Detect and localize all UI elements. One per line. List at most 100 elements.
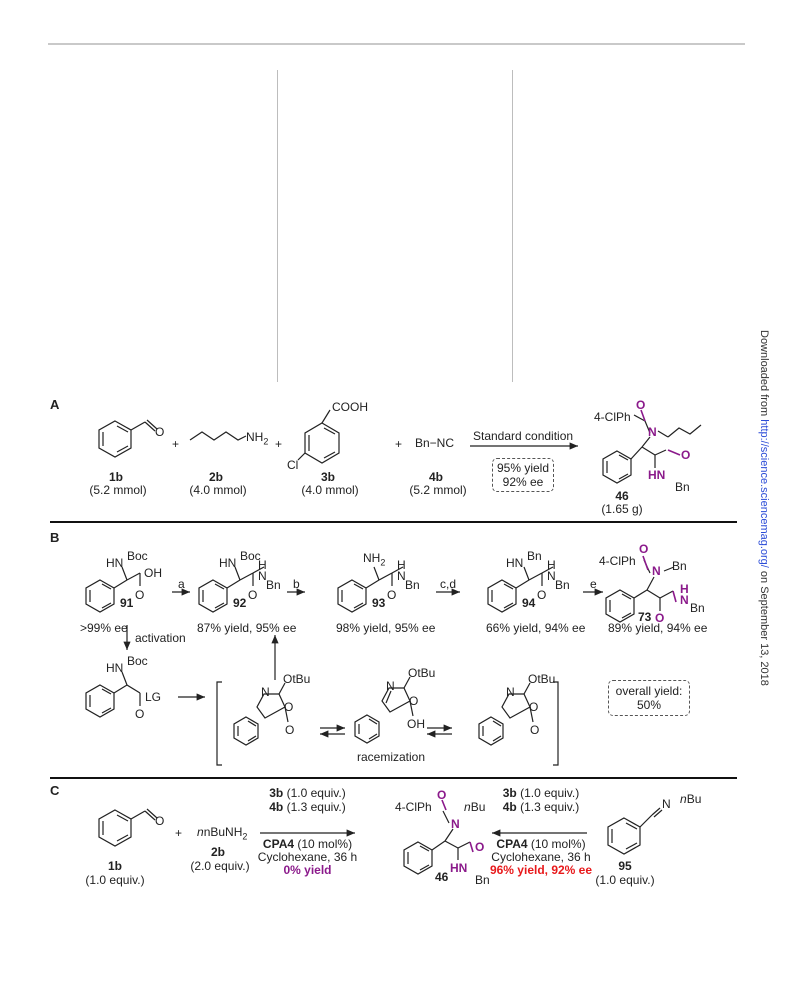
panel-divider — [50, 777, 737, 779]
amide-n: N — [451, 817, 460, 831]
o-label: O — [529, 700, 539, 714]
o-label: O — [248, 588, 258, 602]
n-label: N — [258, 569, 267, 583]
benzene-ring — [607, 817, 641, 855]
ee-value: >99% ee — [80, 621, 128, 635]
h-label: H — [547, 558, 556, 572]
h-label: H — [680, 582, 689, 596]
condition-line: 4b (1.3 equiv.) — [269, 800, 346, 814]
amide-hn: HN — [450, 861, 468, 875]
amide-n: N — [648, 425, 657, 439]
bn-label: Bn — [266, 578, 281, 592]
nbu-label: nnBuBu — [464, 800, 486, 814]
hn-label: HN — [106, 661, 124, 675]
header-rule — [48, 43, 745, 45]
condition-line: 4b (1.3 equiv.) — [502, 800, 580, 814]
compound-number: 46 — [435, 870, 449, 884]
oh-label: OH — [407, 717, 425, 731]
carbonyl-o: O — [475, 840, 485, 854]
activation-label: activation — [135, 631, 186, 645]
column-divider-left — [277, 70, 278, 382]
compound-number: 2b — [210, 845, 225, 859]
plus-sign: + — [395, 437, 403, 451]
plus-sign: + — [275, 437, 283, 451]
result-yield: 95% yield — [496, 461, 550, 475]
step-label: b — [293, 577, 300, 591]
right-yield: 96% yield, 92% ee — [489, 863, 593, 877]
o-label: O — [530, 723, 540, 737]
yield-value: 87% yield, 95% ee — [197, 621, 297, 635]
compound-amount: (4.0 mmol) — [301, 483, 359, 497]
step-label: e — [590, 577, 597, 591]
compound-amount: (4.0 mmol) — [189, 483, 247, 497]
benzene-ring — [233, 716, 259, 746]
plus-sign: + — [175, 826, 183, 840]
bn-label: Bn — [555, 578, 570, 592]
isocyanide-formula: Bn−NC — [415, 436, 455, 450]
carbonyl-o: O — [655, 611, 665, 625]
butylamine-formula: nnBuNH2 — [197, 825, 248, 842]
condition-line: CPA4 (10 mol%) — [262, 837, 353, 851]
left-yield: 0% yield — [283, 863, 332, 877]
imine-n: N — [662, 797, 671, 811]
benzene-ring — [98, 809, 132, 847]
compound-number: 92 — [233, 596, 247, 610]
bn-label: Bn — [527, 549, 542, 563]
yield-value: 98% yield, 95% ee — [336, 621, 436, 635]
oxazolone-ring — [256, 693, 286, 719]
n-label: N — [397, 569, 406, 583]
compound-number: 94 — [522, 596, 536, 610]
compound-equiv: (2.0 equiv.) — [190, 859, 250, 873]
compound-number: 93 — [372, 596, 386, 610]
step-label: a — [178, 577, 185, 591]
acyl-group: 4-ClPh — [599, 554, 636, 568]
compound-equiv: (1.0 equiv.) — [85, 873, 145, 887]
condition-line: 3b (1.0 equiv.) — [502, 786, 580, 800]
panel-b-label: B — [50, 530, 60, 545]
racemization-label: racemization — [357, 750, 426, 764]
overall-yield-value: 50% — [636, 698, 662, 712]
h-label: H — [397, 558, 406, 572]
oxazole-ring — [381, 687, 411, 713]
n-label: N — [261, 685, 270, 699]
cooh-label: COOH — [332, 400, 368, 414]
benzene-ring — [304, 422, 340, 464]
oh-label: OH — [144, 566, 162, 580]
compound-number: 46 — [615, 489, 629, 503]
panel-c-label: C — [50, 783, 60, 798]
aldehyde-o-label: O — [155, 425, 165, 439]
n-label: N — [386, 679, 395, 693]
o-label: O — [387, 588, 397, 602]
compound-number: 95 — [618, 859, 632, 873]
compound-amount: (5.2 mmol) — [89, 483, 147, 497]
carbonyl-o: O — [681, 448, 691, 462]
butyl-chain — [189, 431, 247, 441]
result-ee: 92% ee — [502, 475, 544, 489]
o-label: O — [135, 707, 145, 721]
compound-number: 73 — [638, 610, 652, 624]
condition-line: Cyclohexane, 36 h — [491, 850, 591, 864]
condition-line: CPA4 (10 mol%) — [496, 837, 586, 851]
amide-n: N — [652, 564, 661, 578]
bn-label: Bn — [690, 601, 705, 615]
bn-label: Bn — [405, 578, 420, 592]
carbonyl-o: O — [639, 542, 649, 556]
otbu-label: OtBu — [528, 672, 556, 686]
benzyl-group: Bn — [475, 873, 490, 887]
n-label: N — [680, 593, 689, 607]
benzyl-group: Bn — [675, 480, 690, 494]
acyl-group: 4-ClPh — [395, 800, 432, 814]
step-label: c,d — [440, 577, 457, 591]
o-label: O — [537, 588, 547, 602]
nbu-label: nBu — [680, 792, 702, 806]
o-label: O — [284, 700, 294, 714]
compound-number: 2b — [208, 470, 223, 484]
panel-divider — [50, 521, 737, 523]
compound-number: 1b — [107, 859, 122, 873]
nh2-label: NH2 — [363, 551, 386, 568]
chloro-label: Cl — [287, 458, 299, 472]
boc-label: Boc — [127, 654, 148, 668]
bn-label: Bn — [672, 559, 687, 573]
overall-yield-label: overall yield: — [615, 684, 683, 698]
